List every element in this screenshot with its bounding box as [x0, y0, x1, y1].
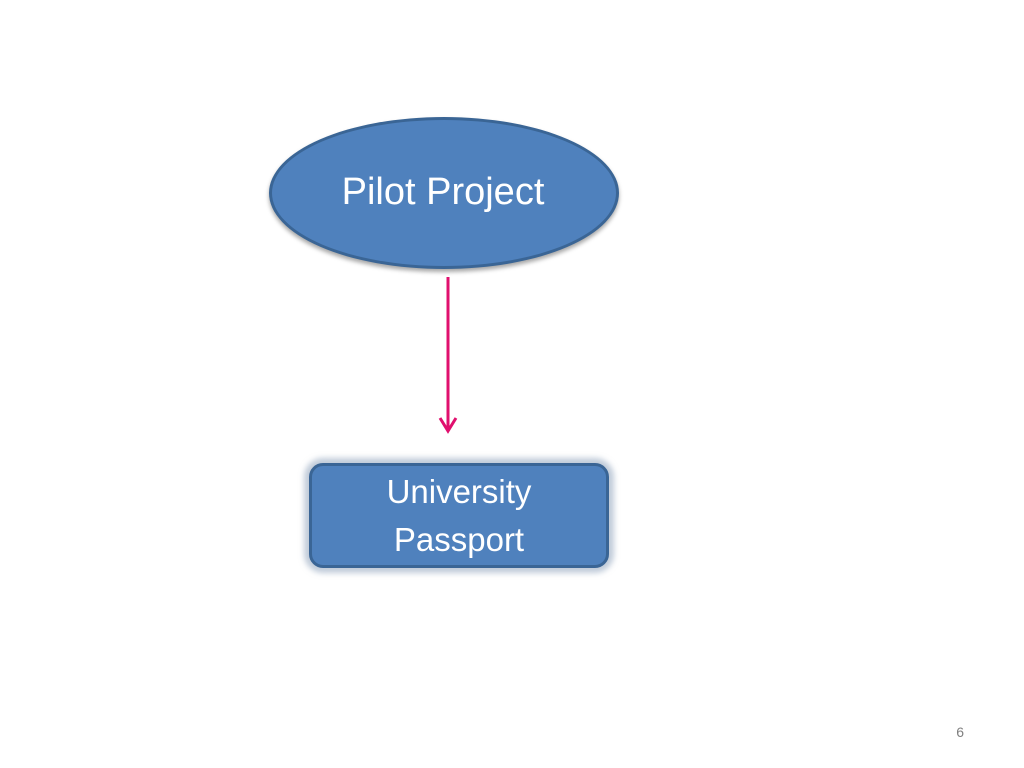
connector-arrow [438, 277, 458, 434]
university-passport-label-line-2: Passport [393, 520, 525, 558]
university-passport-label-line-1: University [386, 472, 532, 510]
university-passport-node[interactable]: University Passport [309, 463, 609, 568]
pilot-project-label: Pilot Project [341, 171, 545, 214]
pilot-project-node[interactable]: Pilot Project [269, 117, 619, 269]
page-number: 6 [956, 724, 964, 740]
arrow-head [438, 417, 458, 434]
